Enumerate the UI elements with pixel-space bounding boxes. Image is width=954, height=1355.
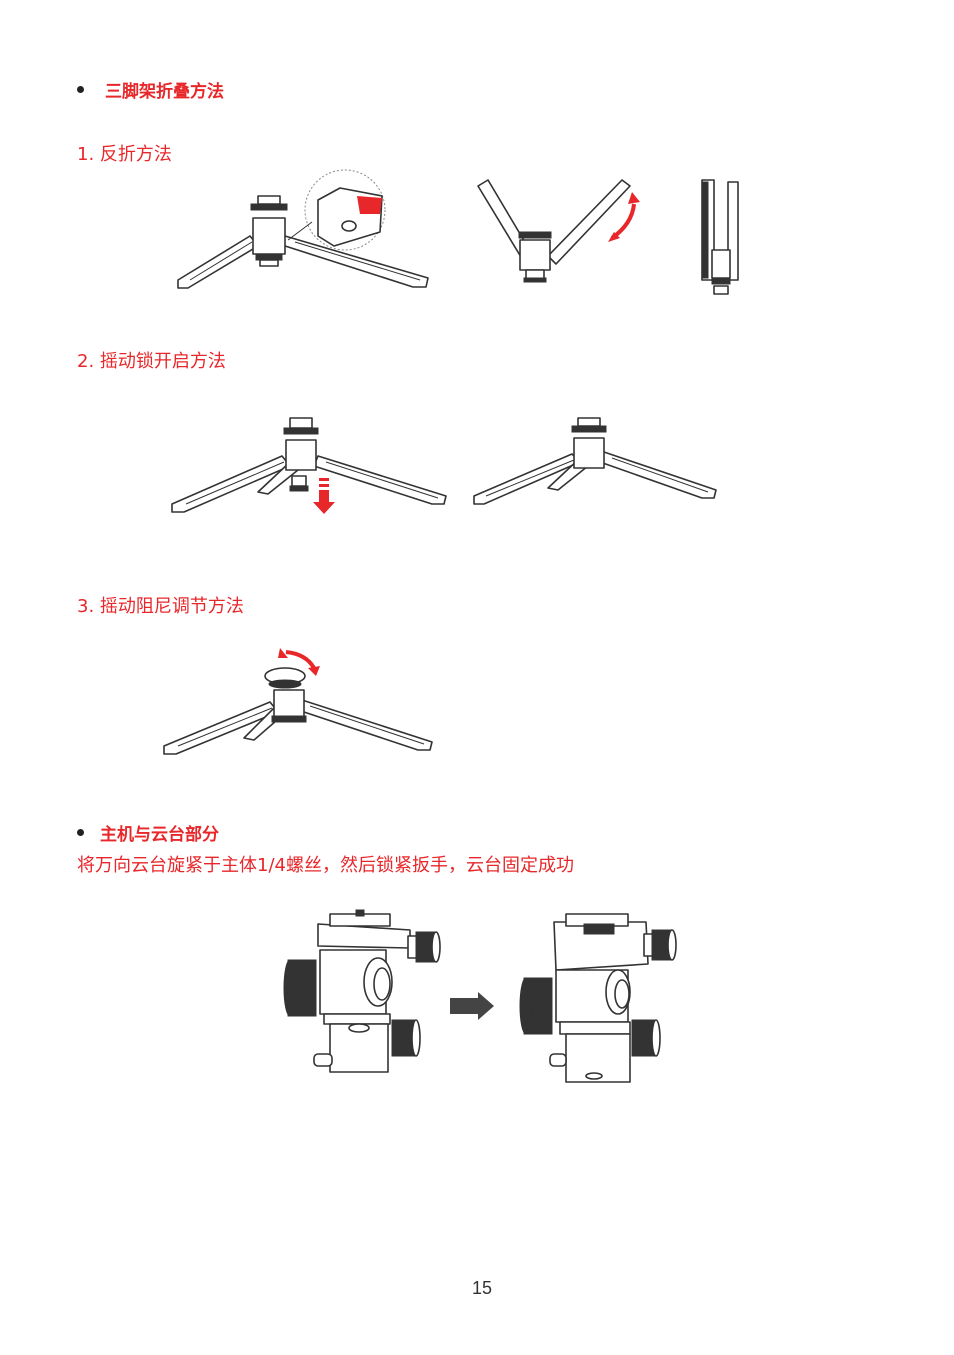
bullet-icon — [77, 86, 84, 93]
bullet-icon — [77, 829, 84, 836]
section-title-head: 主机与云台部分 — [100, 825, 219, 845]
page-number: 15 — [472, 1278, 493, 1298]
section-title-folding: 三脚架折叠方法 — [105, 82, 224, 102]
section-description: 将万向云台旋紧于主体1/4螺丝，然后锁紧扳手，云台固定成功 — [77, 855, 574, 876]
step-1-label: 1. 反折方法 — [77, 144, 172, 165]
step-2-label: 2. 摇动锁开启方法 — [77, 351, 226, 372]
step-3-label: 3. 摇动阻尼调节方法 — [77, 596, 244, 617]
